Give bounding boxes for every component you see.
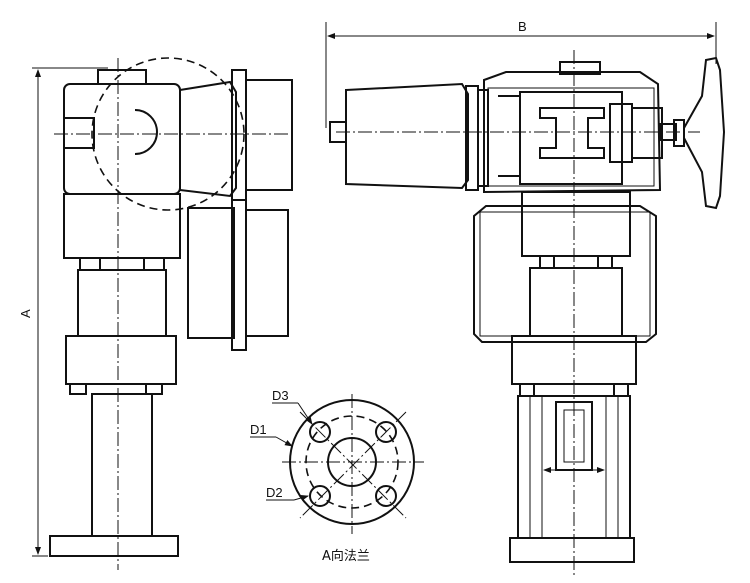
flange-view: D3 D1 D2 A向法兰 xyxy=(250,388,424,564)
d1-label: D1 xyxy=(250,422,267,437)
dimension-a: A xyxy=(18,67,108,557)
dimension-b-label: B xyxy=(518,19,527,34)
front-view: B xyxy=(325,19,726,576)
side-view: A xyxy=(18,57,296,570)
d3-label: D3 xyxy=(272,388,289,403)
dimension-a-label: A xyxy=(18,309,33,318)
d2-label: D2 xyxy=(266,485,283,500)
flange-caption: A向法兰 xyxy=(322,548,370,564)
